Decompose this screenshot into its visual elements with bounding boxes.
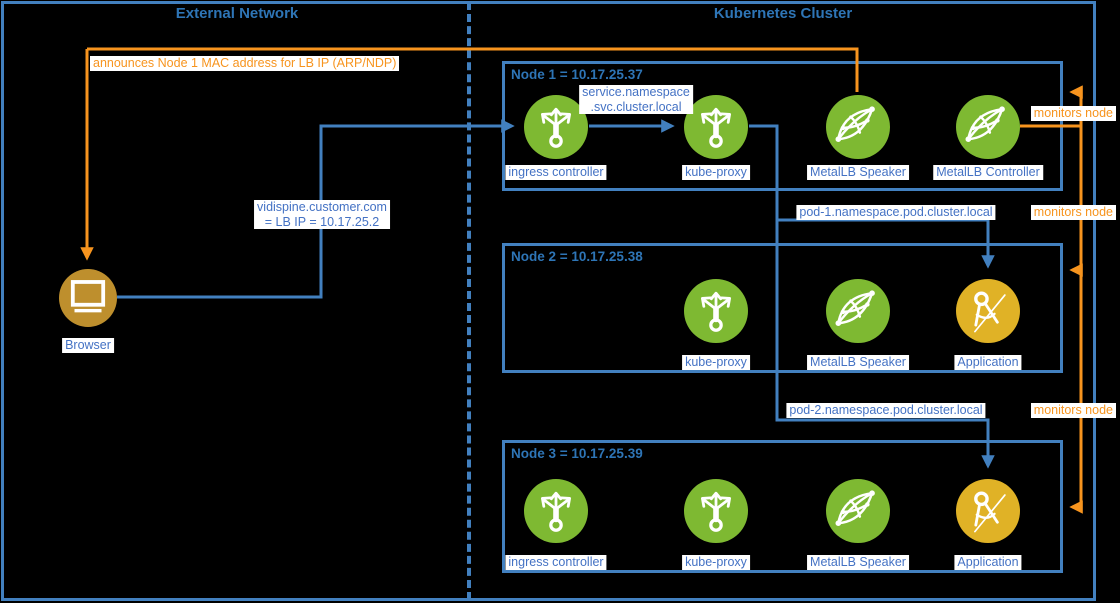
application-icon [958,481,1018,541]
node3-application [956,479,1020,543]
vidispine-label: vidispine.customer.com = LB IP = 10.17.2… [254,200,390,229]
metallb-speaker-icon [828,281,888,341]
kube-proxy-icon [686,97,746,157]
node1-ingress-controller [524,95,588,159]
node3-metallb-speaker [826,479,890,543]
external-network-title: External Network [175,5,299,22]
node-1-title: Node 1 = 10.17.25.37 [511,67,643,82]
node-3-box: Node 3 = 10.17.25.39 [502,440,1063,573]
node1-kube-proxy [684,95,748,159]
pod1-dns-label: pod-1.namespace.pod.cluster.local [796,205,996,220]
node3-kube-proxy [684,479,748,543]
node2-application-label: Application [954,355,1022,370]
vidispine-label-line2: = LB IP = 10.17.25.2 [264,214,380,229]
edge-kubeproxy-to-pod2 [749,124,995,469]
monitors-node-label-3: monitors node [1030,403,1116,418]
vidispine-label-line1: vidispine.customer.com [257,200,387,214]
node1-kubeproxy-label: kube-proxy [682,165,750,180]
node3-speaker-label: MetalLB Speaker [807,555,909,570]
node2-metallb-speaker [826,279,890,343]
edge-announce-to-speaker [87,47,859,92]
node1-metallb-controller [956,95,1020,159]
ingress-controller-icon [526,481,586,541]
edge-branch-to-pod1 [777,218,995,269]
pod2-dns-label: pod-2.namespace.pod.cluster.local [786,403,986,418]
node1-controller-label: MetalLB Controller [933,165,1043,180]
browser-label: Browser [62,338,114,353]
metallb-controller-icon [958,97,1018,157]
service-dns-label: service.namespace .svc.cluster.local [579,85,693,114]
announce-label: announces Node 1 MAC address for LB IP (… [90,56,400,71]
service-dns-line2: .svc.cluster.local [590,99,682,114]
metallb-speaker-icon [828,481,888,541]
monitors-node-label-1: monitors node [1030,106,1116,121]
service-dns-line1: service.namespace [582,85,690,99]
node-2-title: Node 2 = 10.17.25.38 [511,249,643,264]
node3-ingress-label: ingress controller [505,555,607,570]
node1-ingress-label: ingress controller [505,165,607,180]
monitors-node-label-2: monitors node [1030,205,1116,220]
node3-kubeproxy-label: kube-proxy [682,555,750,570]
diagram-outer-border [1,1,1096,601]
kube-proxy-icon [686,281,746,341]
node2-kubeproxy-label: kube-proxy [682,355,750,370]
kube-proxy-icon [686,481,746,541]
node3-application-label: Application [954,555,1022,570]
node2-kube-proxy [684,279,748,343]
node1-metallb-speaker [826,95,890,159]
network-boundary-dashed-line [467,2,471,600]
node1-speaker-label: MetalLB Speaker [807,165,909,180]
node2-application [956,279,1020,343]
ingress-controller-icon [526,97,586,157]
browser-icon [61,271,115,325]
kubernetes-cluster-title: Kubernetes Cluster [713,5,853,22]
node2-speaker-label: MetalLB Speaker [807,355,909,370]
application-icon [958,281,1018,341]
node3-ingress-controller [524,479,588,543]
node-2-box: Node 2 = 10.17.25.38 [502,243,1063,373]
browser-node [59,269,117,327]
node-3-title: Node 3 = 10.17.25.39 [511,446,643,461]
metallb-speaker-icon [828,97,888,157]
